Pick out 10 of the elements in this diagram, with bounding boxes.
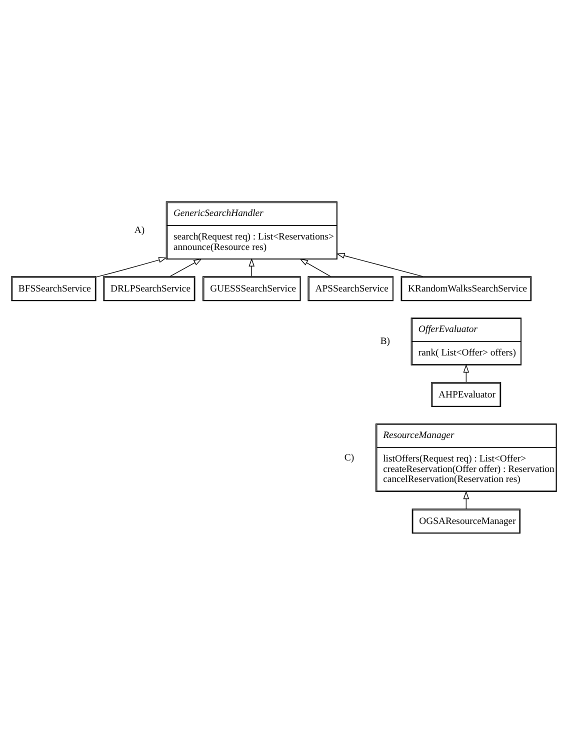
- arrow: [463, 490, 470, 509]
- arrow: [463, 364, 470, 382]
- arrow: [170, 258, 202, 276]
- label: A): [134, 224, 145, 236]
- arrow: [96, 256, 167, 277]
- label: B): [380, 336, 390, 347]
- label: C): [344, 452, 354, 463]
- arrow: [300, 258, 331, 276]
- arrow: [336, 252, 424, 276]
- arrow: [248, 258, 255, 276]
